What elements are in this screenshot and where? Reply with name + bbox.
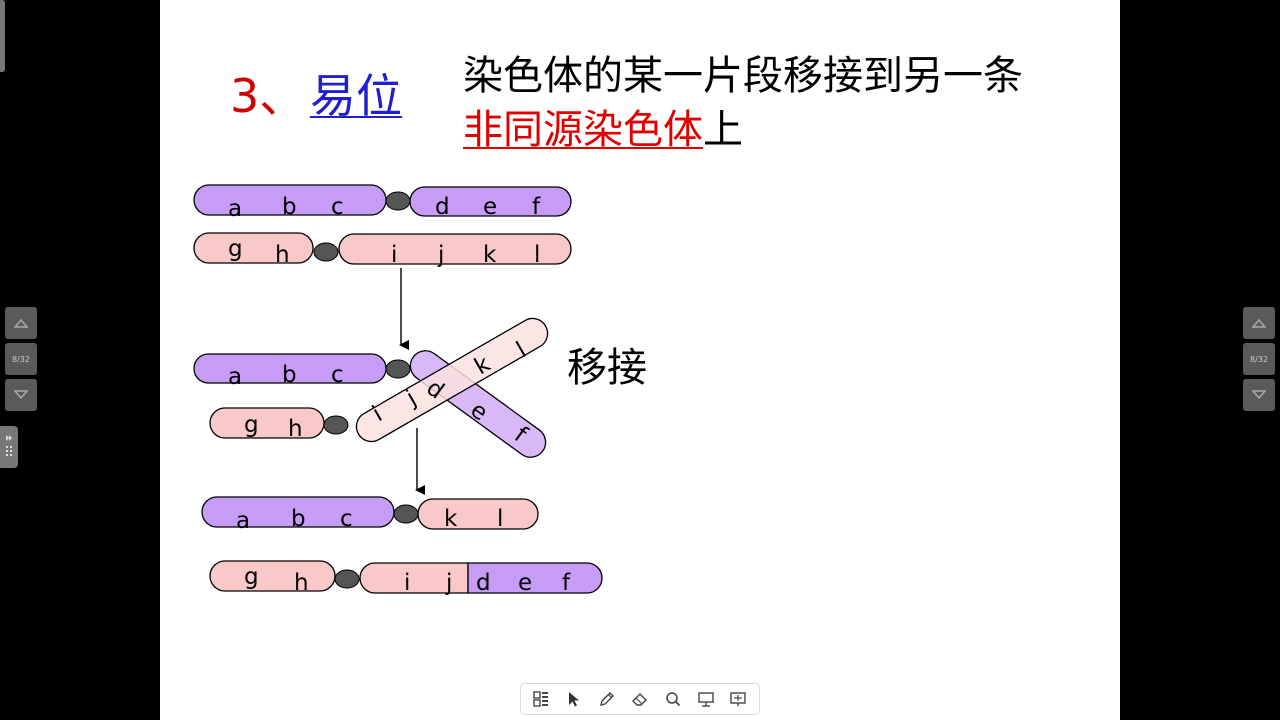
chevron-up-icon	[1252, 318, 1266, 328]
row3-bottom-purple-segment	[467, 562, 603, 594]
description-line1: 染色体的某一片段移接到另一条	[463, 53, 1023, 99]
right-page-label: 8/32	[1250, 354, 1268, 364]
toolbar-eraser-button[interactable]	[626, 686, 654, 712]
gene-label: h	[288, 416, 303, 442]
right-prev-page-button[interactable]	[1243, 307, 1275, 339]
row1-top-centromere	[385, 191, 411, 211]
gene-label: a	[236, 508, 250, 534]
gene-label: i	[404, 570, 410, 596]
left-page-nav: 8/32	[5, 307, 37, 411]
left-page-label: 8/32	[12, 354, 30, 364]
title-number: 3、	[230, 69, 306, 123]
left-prev-page-button[interactable]	[5, 307, 37, 339]
gene-label: b	[291, 506, 306, 532]
gene-label: i	[391, 242, 397, 268]
gene-label: d	[476, 570, 491, 596]
right-next-page-button[interactable]	[1243, 379, 1275, 411]
gene-label: f	[562, 570, 571, 596]
row3-top-right-arm	[417, 498, 539, 530]
row1-bottom-centromere	[313, 242, 339, 262]
row1-bottom-left-arm	[193, 232, 314, 264]
row2-chromosomes: a b c i j k l d e f g h	[193, 317, 549, 458]
present-icon	[730, 692, 747, 706]
gene-label: g	[244, 412, 259, 438]
grip-icon	[6, 435, 12, 456]
title-word: 易位	[310, 69, 402, 123]
pen-icon	[600, 692, 615, 706]
gene-label: c	[331, 194, 344, 220]
row1-chromosomes: a b c d e f g h i j k l	[193, 184, 572, 268]
slide-canvas: 3、 易位 染色体的某一片段移接到另一条 非同源染色体上 a b c d e f…	[160, 0, 1120, 720]
gene-label: b	[282, 194, 297, 220]
row3-bottom-pink-segment	[359, 562, 469, 594]
row2-bottom-centromere	[323, 415, 349, 435]
gene-label: b	[282, 362, 297, 388]
description-end: 上	[703, 107, 743, 153]
gene-label: a	[228, 364, 242, 390]
left-drawer-handle[interactable]	[0, 426, 18, 468]
left-edge-tab[interactable]	[0, 0, 5, 72]
gene-label: l	[534, 242, 540, 268]
description-red-term: 非同源染色体	[463, 107, 703, 153]
gene-label: j	[437, 242, 444, 268]
description-line2: 非同源染色体上	[463, 102, 743, 158]
row1-bottom-right-arm	[338, 233, 572, 265]
gene-label: a	[228, 196, 242, 222]
gene-label: e	[483, 194, 497, 220]
gene-label: e	[518, 570, 532, 596]
chevron-down-icon	[1252, 390, 1266, 400]
row3-bottom-centromere	[334, 569, 360, 589]
row3-chromosomes: a b c k l g h i j d e f	[201, 496, 603, 596]
pointer-icon	[569, 692, 580, 707]
gene-label: d	[435, 194, 450, 220]
gene-label: g	[244, 564, 259, 590]
annotation-label: 移接	[567, 345, 647, 391]
eraser-icon	[631, 693, 647, 706]
toolbar-search-button[interactable]	[659, 686, 687, 712]
search-icon	[666, 692, 680, 707]
right-page-indicator: 8/32	[1243, 343, 1275, 375]
gene-label: c	[340, 506, 353, 532]
row2-top-centromere	[385, 359, 411, 379]
row2-bottom-left-arm	[209, 407, 325, 439]
right-page-nav: 8/32	[1243, 307, 1275, 411]
gene-label: j	[445, 570, 452, 596]
toolbar-pen-button[interactable]	[593, 686, 621, 712]
chevron-down-icon	[14, 390, 28, 400]
screen-icon	[697, 692, 714, 707]
gene-label: g	[228, 236, 243, 262]
row3-bottom-left-arm	[209, 560, 336, 592]
translocation-diagram: a b c d e f g h i j k l a b c	[193, 184, 603, 596]
gene-label: k	[483, 242, 497, 268]
gene-label: l	[497, 506, 503, 532]
toolbar-pointer-button[interactable]	[560, 686, 588, 712]
gene-label: f	[532, 194, 541, 220]
row2-pink-arm	[355, 317, 549, 443]
left-next-page-button[interactable]	[5, 379, 37, 411]
toolbar-screen-button[interactable]	[692, 686, 720, 712]
toolbar-present-button[interactable]	[724, 686, 752, 712]
grid-icon	[533, 691, 549, 707]
presentation-toolbar	[520, 683, 760, 715]
left-page-indicator: 8/32	[5, 343, 37, 375]
chevron-up-icon	[14, 318, 28, 328]
toolbar-grid-button[interactable]	[527, 686, 555, 712]
gene-label: c	[331, 362, 344, 388]
gene-label: h	[294, 570, 309, 596]
gene-label: k	[444, 506, 458, 532]
row3-top-centromere	[393, 504, 419, 524]
gene-label: h	[275, 242, 290, 268]
